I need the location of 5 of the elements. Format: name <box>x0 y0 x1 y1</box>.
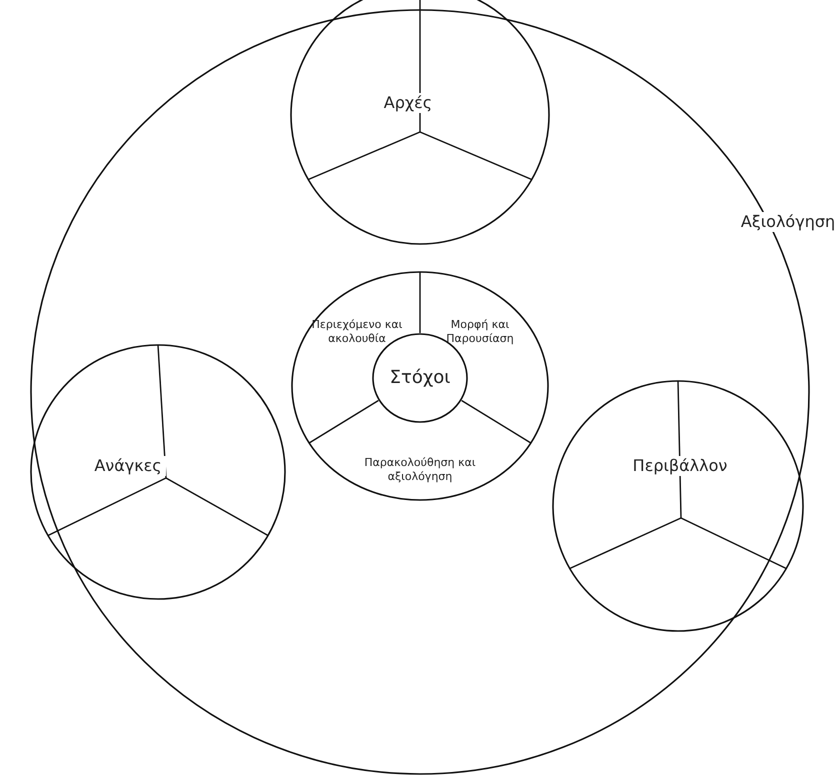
circle-label: Στόχοι <box>388 366 452 390</box>
circle-label: Μορφή και Παρουσίαση <box>445 318 515 346</box>
circle-label: Περιεχόμενο και ακολουθία <box>310 318 404 346</box>
circle-node <box>291 271 549 501</box>
circle-label: Παρακολούθηση και αξιολόγηση <box>363 456 477 484</box>
